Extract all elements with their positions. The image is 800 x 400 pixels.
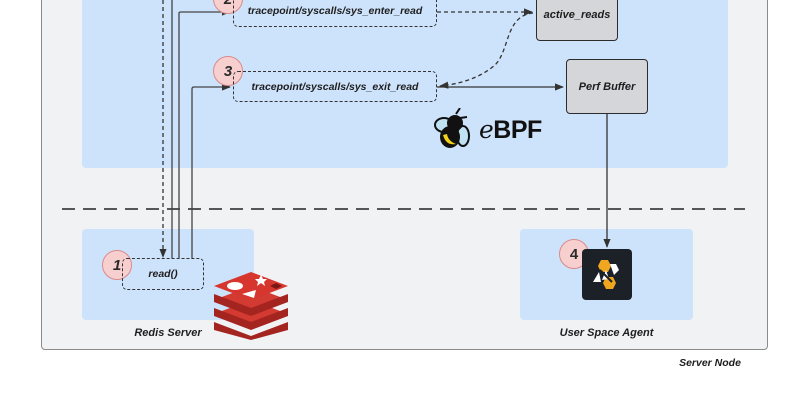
ebpf-wordmark-bpf: BPF <box>493 116 542 144</box>
perf-buffer-label: Perf Buffer <box>578 80 636 93</box>
read-call-label: read() <box>148 268 178 280</box>
ebpf-logo: eBPF <box>434 108 564 152</box>
read-to-enter-arrow <box>178 8 231 258</box>
active-reads-map[interactable]: active_reads <box>536 0 618 41</box>
user-space-agent-label: User Space Agent <box>559 327 654 339</box>
honeycomb-bee-icon <box>593 259 619 289</box>
step-badge-1: 1 <box>102 250 132 280</box>
agent-app-icon[interactable] <box>582 249 632 300</box>
server-node-label: Server Node <box>679 357 741 369</box>
redis-server-label: Redis Server <box>134 327 202 339</box>
read-to-exit-arrow <box>191 83 231 258</box>
perf-buffer-map[interactable]: Perf Buffer <box>566 59 648 114</box>
tracepoint-sys-enter-read-label: tracepoint/syscalls/sys_enter_read <box>247 5 423 17</box>
ebpf-wordmark: eBPF <box>479 115 542 145</box>
read-call[interactable]: read() <box>122 258 204 290</box>
tracepoint-sys-enter-read[interactable]: tracepoint/syscalls/sys_enter_read <box>233 0 437 27</box>
active-reads-label: active_reads <box>543 8 611 21</box>
active-reads-to-exit-arrow <box>439 12 534 89</box>
bee-icon <box>434 108 470 148</box>
ebpf-wordmark-e: e <box>479 115 494 144</box>
tracepoint-sys-exit-read-label: tracepoint/syscalls/sys_exit_read <box>251 80 419 93</box>
redis-logo-icon <box>214 272 288 340</box>
tracepoint-sys-exit-read[interactable]: tracepoint/syscalls/sys_exit_read <box>233 71 437 102</box>
